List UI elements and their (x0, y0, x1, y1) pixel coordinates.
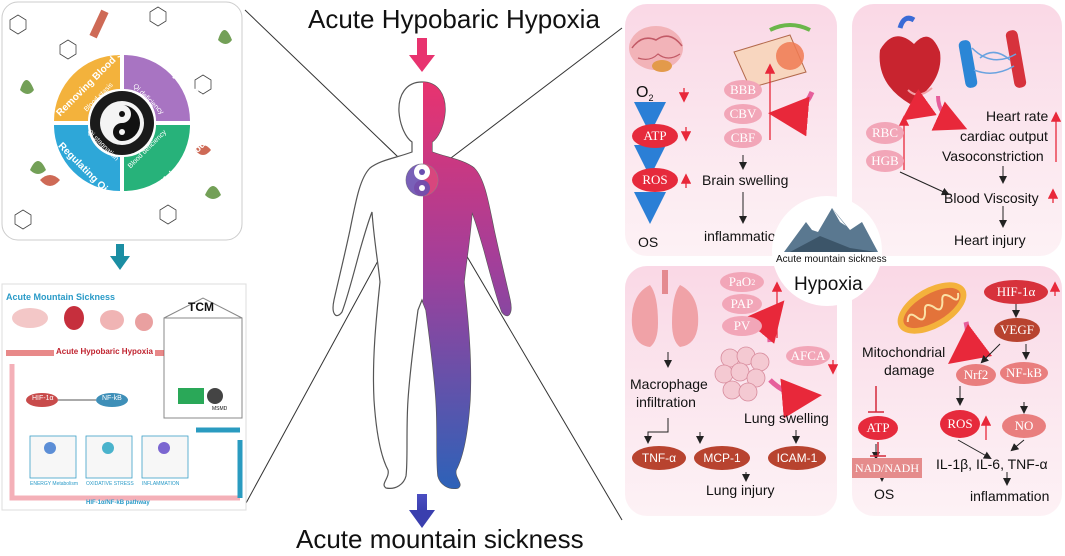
mito-cytokines-label: IL-1β, IL-6, TNF-α (936, 456, 1048, 472)
pao2-text: PaO (728, 274, 752, 289)
center-ams-label: Acute mountain sickness (776, 254, 887, 265)
lung-mcp-pill: MCP-1 (694, 446, 750, 470)
brain-bbb-pill: BBB (724, 80, 762, 100)
heart-hgb-pill: HGB (866, 150, 904, 172)
heart-rate-label: Heart rate (986, 108, 1049, 124)
lung-infiltration-label: infiltration (636, 394, 696, 410)
inset-hypoxia-label: Acute Hypobaric Hypoxia (54, 347, 155, 356)
inset-label-oxidative: OXIDATIVE STRESS (86, 481, 134, 487)
mito-no-pill: NO (1002, 414, 1046, 438)
lung-macrophage-label: Macrophage (630, 376, 708, 392)
mito-ros-pill: ROS (940, 410, 980, 438)
heart-cardiac-output-label: cardiac output (960, 128, 1048, 144)
lung-injury-label: Lung injury (706, 482, 775, 498)
mito-nfkb-pill: NF-kB (1000, 362, 1048, 384)
brain-cbv-pill: CBV (724, 104, 762, 124)
inset-msmd-label: MSMD (212, 406, 228, 412)
mito-inflammation-label: inflammation (970, 488, 1050, 504)
yin-yang-chest-icon (405, 163, 439, 197)
inset-tcm-label: TCM (188, 300, 214, 314)
lung-tnf-pill: TNF-α (632, 446, 686, 470)
inset-nfkb-label: NF-kB (102, 395, 122, 402)
brain-cbf-pill: CBF (724, 128, 762, 148)
mito-damage-label-1: Mitochondrial (862, 344, 946, 360)
pao2-sub: 2 (751, 277, 756, 287)
heart-injury-label: Heart injury (954, 232, 1026, 248)
o2-text: O (636, 84, 649, 101)
inset-label-inflammation: INFLAMMATION (142, 481, 180, 487)
inset-mechanism-panel (1, 283, 247, 511)
brain-panel-decor (629, 23, 815, 224)
bottom-arrow (409, 494, 435, 528)
teal-down-arrow (110, 244, 130, 270)
lung-icam-pill: ICAM-1 (768, 446, 826, 470)
heart-viscosity-label: Blood Viscosity (944, 190, 1039, 206)
mito-hif-pill: HIF-1α (984, 280, 1048, 304)
inset-title: Acute Mountain Sickness (6, 292, 116, 302)
heart-rbc-pill: RBC (866, 122, 904, 144)
brain-o2-label: O2 (636, 84, 653, 103)
brain-inflammation-label: inflammation (704, 228, 784, 244)
lung-afca-pill: AFCA (786, 346, 830, 366)
lung-pv-pill: PV (722, 316, 762, 336)
mito-panel-decor (868, 281, 1061, 486)
heart-panel-decor (879, 15, 1062, 228)
inset-hif-label: HIF-1α (32, 395, 54, 402)
mito-nad-box: NAD/NADH (852, 458, 922, 478)
brain-swelling-label: Brain swelling (702, 172, 789, 188)
lung-pap-pill: PAP (722, 294, 762, 314)
heart-vasoconstriction-label: Vasoconstriction (942, 148, 1044, 164)
top-title: Acute Hypobaric Hypoxia (308, 4, 600, 34)
brain-os-label: OS (638, 234, 659, 250)
human-silhouette (332, 81, 512, 489)
brain-atp-pill: ATP (632, 124, 678, 148)
inset-label-energy: ENERGY Metabolism (30, 481, 78, 487)
top-arrow (409, 38, 435, 72)
mito-damage-label-2: damage (884, 362, 935, 378)
brain-ros-pill: ROS (632, 168, 678, 192)
lung-panel-decor (631, 270, 839, 482)
center-hypoxia-label: Hypoxia (794, 274, 863, 295)
inset-pathway-label: HIF-1α/NF-kB pathway (86, 500, 150, 506)
bottom-title: Acute mountain sickness (296, 524, 584, 554)
mito-atp-pill: ATP (858, 416, 898, 440)
o2-sub: 2 (648, 93, 654, 104)
mito-vegf-pill: VEGF (994, 318, 1040, 342)
mito-nrf2-pill: Nrf2 (956, 364, 996, 386)
tcm-wheel-panel (1, 1, 243, 241)
mito-os-label: OS (874, 486, 895, 502)
lung-swelling-label: Lung swelling (744, 410, 829, 426)
